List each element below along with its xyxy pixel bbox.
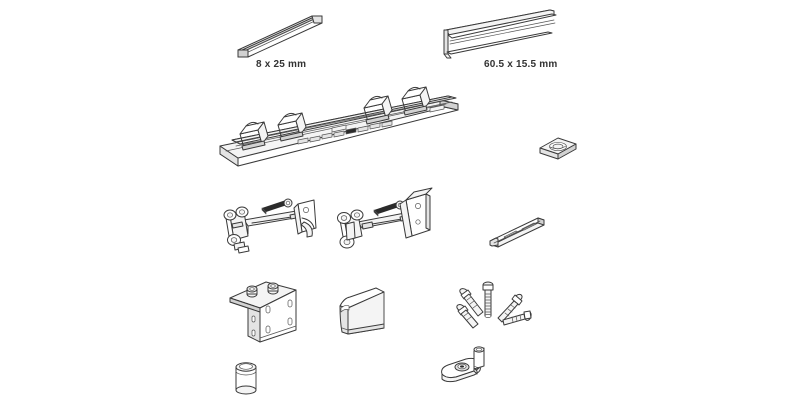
bolt [456,304,479,329]
bolt [497,293,523,323]
dimension-label-profile-small: 8 x 25 mm [256,59,307,70]
bolt [482,281,494,318]
roller-carriage-right [334,187,442,258]
floor-guide-pin [436,344,492,392]
rail-clamp-bracket [239,121,269,151]
dimension-label-profile-large: 60.5 x 15.5 mm [484,59,558,70]
guide-strip [488,214,550,252]
bolt [502,310,532,326]
u-channel-profile [228,10,328,58]
rail-clamp-bracket [401,86,431,116]
bolt [459,288,484,317]
screw-set [452,278,536,336]
spacer-bushing [230,358,266,398]
mounting-bracket [228,278,302,346]
rail-clamp-bracket [363,95,393,125]
track-rail-assembly [212,86,512,174]
cover-plate [336,284,394,340]
fascia-panel-profile [428,8,558,60]
roller-carriage-left [218,192,326,258]
rail-clamp-bracket [277,112,307,142]
end-cap-plate [536,134,580,164]
